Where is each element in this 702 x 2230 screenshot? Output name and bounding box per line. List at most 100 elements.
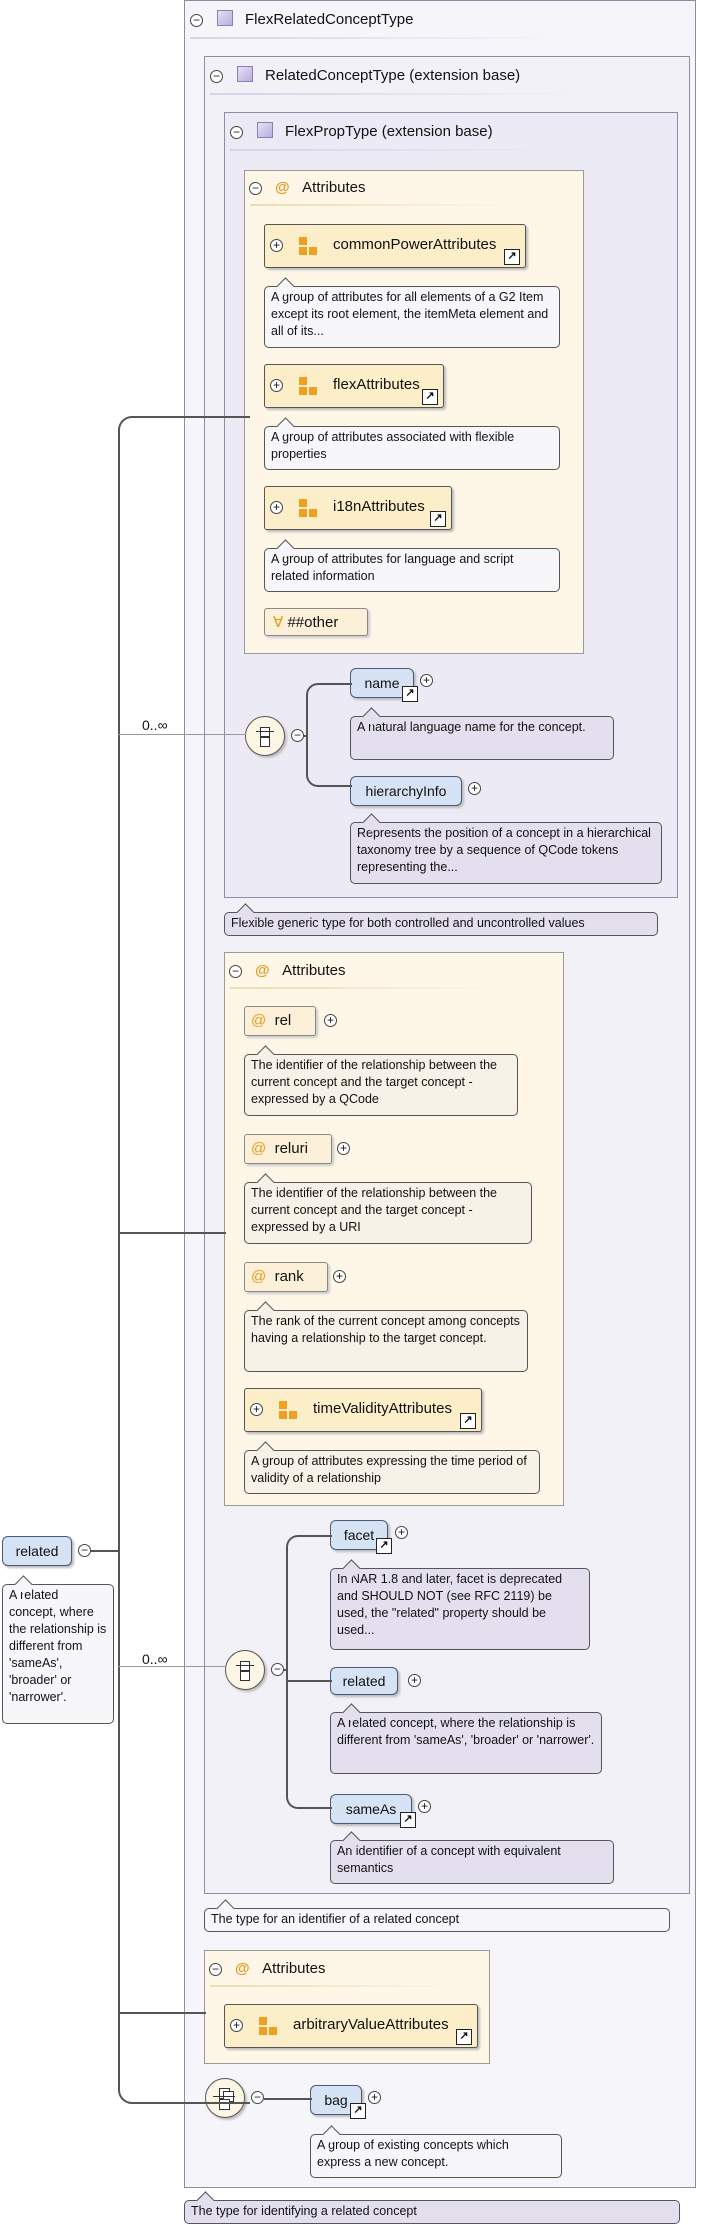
link-arrow-icon[interactable]: ↗ (422, 389, 438, 405)
collapse-toggle[interactable]: − (251, 2091, 264, 2104)
attribute-group-i18n[interactable] (264, 486, 452, 530)
at-icon: @ (275, 179, 290, 196)
doc-annotation: The rank of the current concept among co… (244, 1310, 528, 1372)
attribute-group-icon (279, 1401, 297, 1419)
expand-icon[interactable]: + (420, 674, 433, 687)
collapse-toggle[interactable]: − (271, 1663, 284, 1676)
attributes-header: @ Attributes (275, 179, 366, 196)
collapse-toggle[interactable]: − (249, 182, 262, 195)
sequence-compositor[interactable] (245, 716, 285, 756)
connector-line (118, 1666, 226, 1667)
connector-line (284, 1669, 288, 1671)
group-label: timeValidityAttributes (313, 1400, 452, 1417)
attribute-group-arbitrary-value[interactable] (224, 2004, 478, 2048)
complex-type-icon (217, 10, 233, 26)
doc-annotation: The identifier of the relationship betwe… (244, 1054, 518, 1116)
expand-icon[interactable]: + (250, 1403, 263, 1416)
connector-line (118, 1232, 226, 1234)
collapse-toggle[interactable]: − (190, 14, 203, 27)
attribute-group-icon (299, 377, 317, 395)
attribute-group-time-validity[interactable] (244, 1388, 482, 1432)
doc-annotation: The identifier of the relationship betwe… (244, 1182, 532, 1244)
expand-icon[interactable]: + (230, 2019, 243, 2032)
link-arrow-icon[interactable]: ↗ (460, 1413, 476, 1429)
link-arrow-icon[interactable]: ↗ (350, 2103, 366, 2119)
attribute-group-icon (299, 237, 317, 255)
attributes-header: @ Attributes (235, 1960, 326, 1977)
attribute-rel[interactable]: @ rel (244, 1006, 316, 1036)
doc-annotation: A group of attributes associated with fl… (264, 426, 560, 470)
attribute-group-icon (259, 2017, 277, 2035)
collapse-toggle[interactable]: − (210, 70, 223, 83)
at-icon: @ (251, 1140, 267, 1157)
element-hierarchy-info[interactable]: hierarchyInfo (350, 776, 462, 806)
expand-icon[interactable]: + (418, 1800, 431, 1813)
any-attribute[interactable]: ∀ ##other (264, 608, 368, 636)
doc-annotation: A group of attributes for all elements o… (264, 286, 560, 348)
doc-annotation: A group of existing concepts which expre… (310, 2134, 562, 2178)
expand-icon[interactable]: + (395, 1526, 408, 1539)
root-element-related[interactable]: related (2, 1536, 72, 1566)
occurrence-label: 0..∞ (142, 717, 168, 733)
type-doc-annotation: The type for identifying a related conce… (184, 2200, 680, 2224)
link-arrow-icon[interactable]: ↗ (456, 2029, 472, 2045)
attribute-reluri[interactable]: @ reluri (244, 1134, 332, 1164)
collapse-toggle[interactable]: − (229, 965, 242, 978)
collapse-toggle[interactable]: − (78, 1544, 91, 1557)
attribute-rank[interactable]: @ rank (244, 1262, 328, 1292)
attribute-group-flex[interactable] (264, 364, 444, 408)
element-same-as[interactable]: sameAs (330, 1794, 412, 1824)
connector-line (306, 683, 352, 787)
complex-type-icon (237, 66, 253, 82)
collapse-toggle[interactable]: − (230, 126, 243, 139)
link-arrow-icon[interactable]: ↗ (402, 686, 418, 702)
doc-annotation: In NAR 1.8 and later, facet is deprecate… (330, 1568, 590, 1650)
at-icon: @ (251, 1268, 267, 1285)
connector-line (118, 2012, 206, 2014)
link-arrow-icon[interactable]: ↗ (400, 1812, 416, 1828)
link-arrow-icon[interactable]: ↗ (504, 249, 520, 265)
group-label: i18nAttributes (333, 498, 425, 515)
group-label: commonPowerAttributes (333, 236, 497, 253)
connector-line (304, 735, 308, 737)
link-arrow-icon[interactable]: ↗ (376, 1538, 392, 1554)
doc-annotation: Represents the position of a concept in … (350, 822, 662, 884)
attribute-group-common-power[interactable] (264, 224, 526, 268)
occurrence-label: 0..∞ (142, 1651, 168, 1667)
collapse-toggle[interactable]: − (209, 1963, 222, 1976)
type-title: RelatedConceptType (extension base) (237, 66, 520, 84)
doc-annotation: A related concept, where the relationshi… (330, 1712, 602, 1774)
doc-annotation: An identifier of a concept with equivale… (330, 1840, 614, 1884)
link-arrow-icon[interactable]: ↗ (430, 511, 446, 527)
expand-icon[interactable]: + (408, 1674, 421, 1687)
expand-icon[interactable]: + (368, 2091, 381, 2104)
element-related[interactable]: related (330, 1667, 398, 1695)
expand-icon[interactable]: + (337, 1142, 350, 1155)
collapse-toggle[interactable]: − (291, 729, 304, 742)
sequence-multi-icon (213, 2088, 237, 2110)
attributes-header: @ Attributes (255, 962, 346, 979)
at-icon: @ (255, 962, 270, 979)
connector-line (264, 2098, 312, 2100)
complex-type-icon (257, 122, 273, 138)
doc-annotation: A related concept, where the relationshi… (2, 1584, 114, 1724)
connector-line (286, 1680, 332, 1682)
group-label: arbitraryValueAttributes (293, 2016, 449, 2033)
expand-icon[interactable]: + (270, 379, 283, 392)
doc-annotation: A group of attributes for language and s… (264, 548, 560, 592)
choice-compositor[interactable] (225, 1650, 265, 1690)
attribute-group-icon (299, 499, 317, 517)
connector-line (91, 1550, 119, 1552)
doc-annotation: A natural language name for the concept. (350, 716, 614, 760)
expand-icon[interactable]: + (468, 782, 481, 795)
type-title: FlexPropType (extension base) (257, 122, 493, 140)
sequence-icon (236, 1660, 254, 1681)
type-doc-annotation: The type for an identifier of a related … (204, 1908, 670, 1932)
expand-icon[interactable]: + (333, 1270, 346, 1283)
expand-icon[interactable]: + (324, 1014, 337, 1027)
doc-annotation: A group of attributes expressing the tim… (244, 1450, 540, 1494)
expand-icon[interactable]: + (270, 239, 283, 252)
sequence-icon (256, 726, 274, 747)
expand-icon[interactable]: + (270, 501, 283, 514)
type-doc-annotation: Flexible generic type for both controlle… (224, 912, 658, 936)
